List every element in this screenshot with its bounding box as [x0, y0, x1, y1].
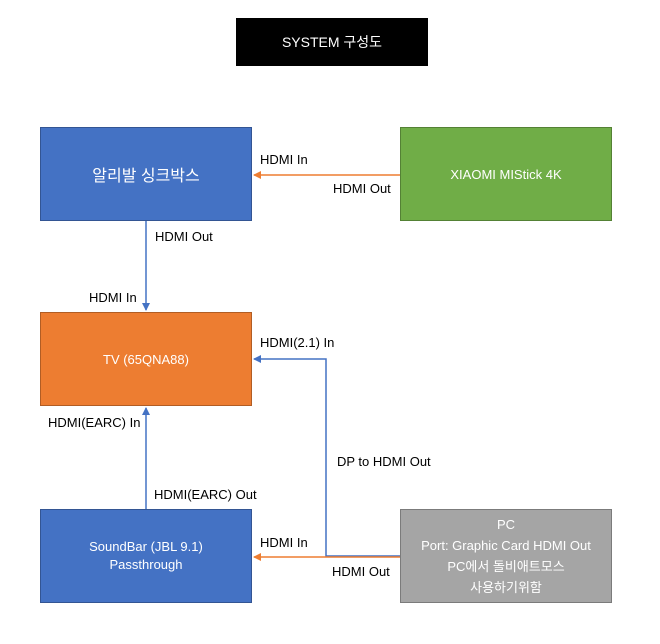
connector-pc-to-tv	[253, 355, 400, 557]
node-pc: PC Port: Graphic Card HDMI Out PC에서 돌비애트…	[400, 509, 612, 603]
node-alibaba-label: 알리발 싱크박스	[92, 168, 200, 185]
node-pc-line1: PC	[496, 517, 516, 532]
label-pc-to-soundbar-out: HDMI Out	[332, 564, 390, 579]
label-alibaba-to-tv-out: HDMI Out	[155, 229, 213, 244]
label-pc-to-tv-out: DP to HDMI Out	[337, 454, 431, 469]
node-tv-label: TV (65QNA88)	[103, 351, 189, 367]
node-soundbar-line2: Passthrough	[109, 557, 183, 572]
node-pc-line2: Port: Graphic Card HDMI Out	[421, 538, 591, 553]
node-pc-line4: 사용하기위함	[470, 580, 542, 595]
node-soundbar-line1: SoundBar (JBL 9.1)	[89, 539, 203, 554]
label-pc-to-tv-in: HDMI(2.1) In	[260, 335, 335, 350]
node-alibaba-sync-box: 알리발 싱크박스	[40, 127, 252, 221]
diagram-title: SYSTEM 구성도	[236, 18, 428, 66]
label-xiaomi-to-alibaba-in: HDMI In	[260, 152, 308, 167]
node-pc-line3: PC에서 돌비애트모스	[447, 559, 565, 574]
label-soundbar-to-tv-out: HDMI(EARC) Out	[154, 487, 257, 502]
node-xiaomi-label: XIAOMI MIStick 4K	[450, 166, 562, 182]
diagram-title-text: SYSTEM 구성도	[281, 34, 383, 50]
label-soundbar-to-tv-in: HDMI(EARC) In	[48, 415, 141, 430]
label-alibaba-to-tv-in: HDMI In	[89, 290, 137, 305]
label-xiaomi-to-alibaba-out: HDMI Out	[333, 181, 391, 196]
node-tv: TV (65QNA88)	[40, 312, 252, 406]
node-xiaomi-mistick: XIAOMI MIStick 4K	[400, 127, 612, 221]
node-soundbar: SoundBar (JBL 9.1) Passthrough	[40, 509, 252, 603]
label-pc-to-soundbar-in: HDMI In	[260, 535, 308, 550]
